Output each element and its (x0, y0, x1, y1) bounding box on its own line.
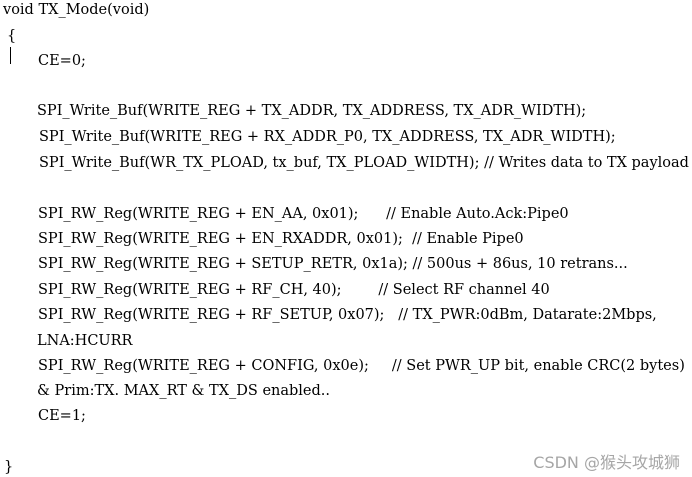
code-line-en-rxaddr: SPI_RW_Reg(WRITE_REG + EN_RXADDR, 0x01);… (38, 231, 524, 247)
code-line-rf-setup: SPI_RW_Reg(WRITE_REG + RF_SETUP, 0x07); … (38, 307, 657, 323)
code-line-write-rx-addr-p0: SPI_Write_Buf(WRITE_REG + RX_ADDR_P0, TX… (39, 129, 616, 145)
code-line-open-brace: { (7, 28, 17, 44)
code-line-en-aa: SPI_RW_Reg(WRITE_REG + EN_AA, 0x01); // … (38, 206, 569, 222)
code-line-close-brace: } (4, 459, 14, 475)
text-cursor (10, 47, 11, 64)
code-line-config: SPI_RW_Reg(WRITE_REG + CONFIG, 0x0e); //… (38, 358, 685, 374)
code-line-rf-setup-wrap: LNA:HCURR (37, 333, 133, 349)
code-line-setup-retr: SPI_RW_Reg(WRITE_REG + SETUP_RETR, 0x1a)… (38, 256, 628, 272)
code-line-write-tx-payload: SPI_Write_Buf(WR_TX_PLOAD, tx_buf, TX_PL… (39, 155, 689, 171)
code-line-rf-ch: SPI_RW_Reg(WRITE_REG + RF_CH, 40); // Se… (38, 282, 550, 298)
code-line-write-tx-addr: SPI_Write_Buf(WRITE_REG + TX_ADDR, TX_AD… (37, 103, 587, 119)
code-line-ce-high: CE=1; (38, 408, 86, 424)
code-line-function-signature: void TX_Mode(void) (3, 2, 150, 18)
watermark: CSDN @猴头攻城狮 (533, 453, 680, 472)
code-line-ce-low: CE=0; (38, 53, 86, 69)
code-line-config-wrap: & Prim:TX. MAX_RT & TX_DS enabled.. (37, 383, 331, 399)
